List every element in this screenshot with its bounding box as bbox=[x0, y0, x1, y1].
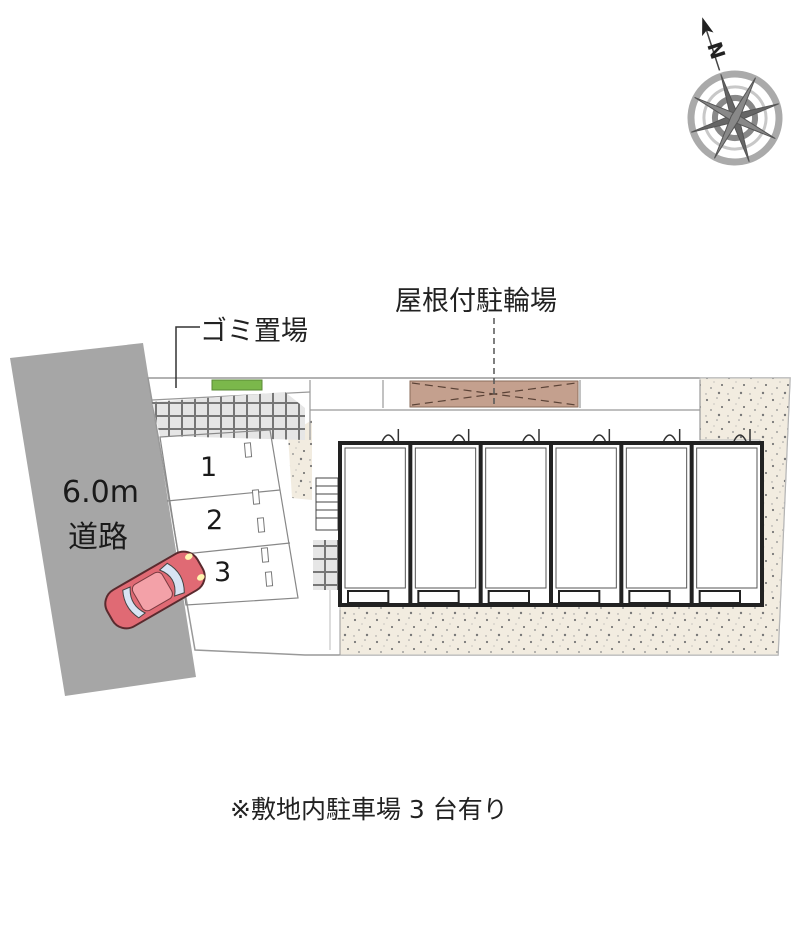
bike-parking-label: 屋根付駐輪場 bbox=[395, 286, 557, 317]
stairs bbox=[315, 477, 339, 531]
car-icon bbox=[104, 550, 206, 630]
garbage-bin bbox=[211, 379, 263, 391]
north-letter: N bbox=[702, 39, 730, 62]
unit-room bbox=[625, 447, 688, 589]
garbage-leader-line bbox=[175, 326, 200, 388]
gravel-area-left bbox=[288, 420, 312, 500]
unit-room bbox=[555, 447, 617, 589]
balcony bbox=[417, 590, 460, 604]
compass-rose-icon: N bbox=[687, 17, 783, 166]
north-arrow-icon bbox=[702, 17, 714, 37]
unit-entrance-door bbox=[592, 429, 611, 442]
wheel-stops bbox=[243, 442, 274, 587]
parking-slot-3: 3 bbox=[214, 557, 232, 588]
unit-room bbox=[485, 447, 547, 589]
balcony bbox=[628, 590, 671, 604]
road-width-label: 6.0m bbox=[62, 475, 139, 510]
stair-landing bbox=[313, 540, 339, 590]
unit-room bbox=[344, 447, 406, 589]
unit-entrance-door bbox=[451, 429, 470, 442]
unit-room bbox=[414, 447, 477, 589]
balcony bbox=[558, 590, 601, 604]
road-label: 道路 bbox=[68, 520, 128, 555]
parking-area bbox=[159, 429, 299, 606]
balcony bbox=[487, 590, 530, 604]
unit-entrance-door bbox=[381, 429, 400, 442]
balcony bbox=[698, 590, 742, 604]
unit-room bbox=[696, 447, 758, 589]
unit-entrance-door bbox=[662, 429, 681, 442]
parking-note: ※敷地内駐車場 3 台有り bbox=[230, 795, 508, 824]
unit-entrance-door bbox=[522, 429, 540, 442]
balcony bbox=[347, 590, 390, 604]
parking-slot-2: 2 bbox=[206, 505, 224, 536]
unit-entrance-door bbox=[733, 429, 751, 442]
garbage-area-label: ゴミ置場 bbox=[200, 316, 308, 347]
building bbox=[338, 429, 764, 607]
parking-slot-1: 1 bbox=[200, 452, 218, 483]
garbage-area bbox=[152, 392, 305, 440]
